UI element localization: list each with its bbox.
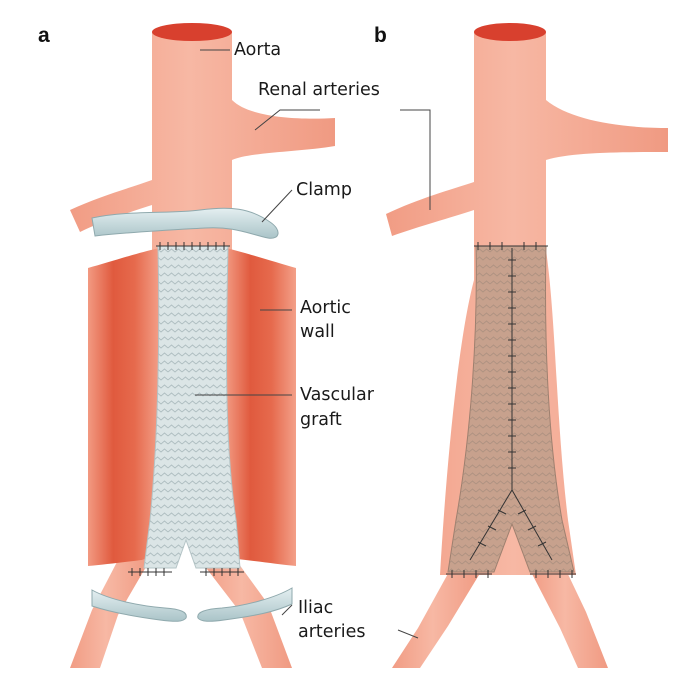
aorta-opening-b [474,23,546,41]
label-renal-arteries: Renal arteries [258,80,380,100]
panel-label-b: b [374,24,387,48]
label-vascular-graft-line1: Vascular [300,385,374,405]
panel-b [386,23,668,668]
aorta-opening-a [152,23,232,41]
label-clamp: Clamp [296,180,352,200]
aortic-wall-right [226,248,296,566]
iliac-artery-left-b [392,570,482,668]
label-iliac-arteries-line2: arteries [298,622,366,642]
label-aortic-wall-line1: Aortic [300,298,351,318]
panel-a [70,23,335,668]
label-iliac-arteries-line1: Iliac [298,598,333,618]
leader-renal-b [400,110,430,210]
label-vascular-graft-line2: graft [300,410,342,430]
aortic-wall-left [88,248,160,566]
label-aorta: Aorta [234,40,281,60]
iliac-artery-right-b [530,570,608,668]
panel-label-a: a [38,24,50,48]
label-aortic-wall-line2: wall [300,322,335,342]
leader-clamp [262,190,292,222]
